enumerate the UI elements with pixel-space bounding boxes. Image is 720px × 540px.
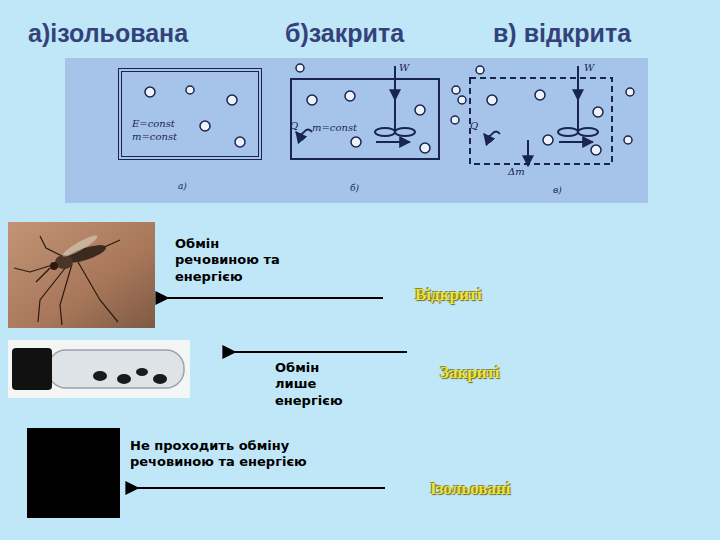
particle <box>543 135 553 145</box>
system-type: Ізольовані <box>430 478 510 499</box>
particle <box>145 87 155 97</box>
diagram-symbol: Q <box>290 120 298 133</box>
particle <box>452 86 460 94</box>
stirrer <box>375 128 395 136</box>
closed-system-box: m=const <box>290 78 440 160</box>
diagram-symbol: Q <box>470 120 478 133</box>
leader-arrow <box>138 487 385 489</box>
mosquito-photo <box>38 262 70 322</box>
mosquito-photo <box>14 262 62 272</box>
particle <box>307 95 317 105</box>
particle <box>200 121 210 131</box>
open-system-box <box>470 78 612 164</box>
diagram-symbol: Δm <box>508 166 525 179</box>
exchange-note: Обмін лише енергією <box>275 360 353 409</box>
leader-arrow <box>168 297 383 299</box>
particle <box>458 96 466 104</box>
particle <box>476 66 484 74</box>
particle <box>351 137 361 147</box>
test-tube-photo <box>136 368 148 376</box>
mosquito-photo <box>8 222 155 328</box>
isolated-system-box: E=const m=const <box>118 68 262 160</box>
subfigure-letter: б) <box>350 183 359 194</box>
particle <box>415 105 425 115</box>
mass-arrow <box>527 140 529 166</box>
test-tube-photo <box>48 350 184 388</box>
stirrer <box>578 128 598 136</box>
leader-arrow <box>235 351 407 353</box>
test-tube-photo <box>93 371 107 381</box>
subfigure-letter: в) <box>553 185 562 196</box>
particle <box>235 137 245 147</box>
particle <box>624 136 632 144</box>
stirrer <box>577 100 579 132</box>
test-tube-photo <box>117 374 131 384</box>
heading-label: б)закрита <box>285 18 404 49</box>
stirrer <box>577 66 579 100</box>
test-tube-photo <box>8 340 190 398</box>
particle <box>420 143 430 153</box>
black-box <box>27 428 120 518</box>
state-formula: m=const <box>312 122 372 135</box>
mosquito-photo <box>78 262 118 322</box>
heading-label: а)ізольована <box>28 18 188 49</box>
system-type: Закриті <box>440 362 500 383</box>
particle <box>593 107 603 117</box>
mosquito-photo <box>14 236 120 325</box>
subfigure-letter: а) <box>178 181 187 192</box>
particle <box>487 95 497 105</box>
exchange-note: Обмін речовиною та енергією <box>175 236 293 285</box>
mosquito-photo <box>50 262 58 270</box>
mosquito-photo <box>40 236 66 258</box>
diagram-symbol: W <box>399 62 409 75</box>
heat-arrow <box>484 132 500 137</box>
figure-panel <box>65 58 648 203</box>
particle <box>227 95 237 105</box>
system-type: Відкриті <box>415 284 482 305</box>
particle <box>535 90 545 100</box>
state-formula: E=const m=const <box>132 118 178 143</box>
particle <box>626 88 634 96</box>
particle <box>296 64 304 72</box>
test-tube-photo <box>153 374 167 384</box>
stirrer <box>394 100 396 132</box>
mosquito-photo <box>36 268 50 282</box>
mosquito-photo <box>8 222 155 328</box>
particle <box>591 145 601 155</box>
heat-arrow <box>296 130 312 135</box>
stirrer <box>376 141 410 143</box>
mosquito-photo <box>60 264 72 325</box>
heading-label: в) відкрита <box>493 18 631 49</box>
particle <box>451 116 459 124</box>
stirrer <box>395 128 415 136</box>
mosquito-photo <box>61 233 100 260</box>
stirrer <box>558 66 598 142</box>
particle <box>345 91 355 101</box>
particle <box>186 86 194 94</box>
diagram-symbol: W <box>584 62 594 75</box>
test-tube-photo <box>12 348 52 390</box>
exchange-note: Не проходить обміну речовиною та енергіє… <box>130 438 330 471</box>
stirrer <box>558 128 578 136</box>
stirrer <box>559 141 593 143</box>
test-tube-photo <box>8 340 190 398</box>
stirrer <box>394 66 396 100</box>
test-tube-photo <box>93 368 167 384</box>
